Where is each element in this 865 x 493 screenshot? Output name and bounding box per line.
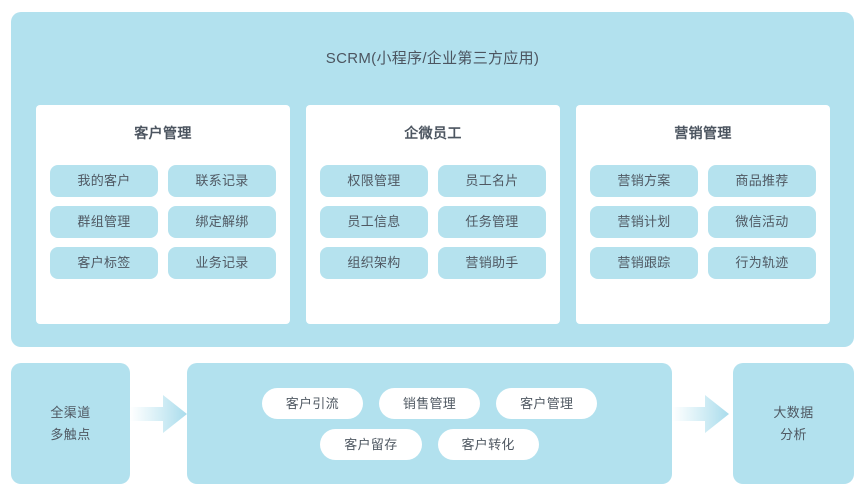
module-card-marketing-management: 营销管理 营销方案 商品推荐 营销计划 微信活动 营销跟踪 行为轨迹 (576, 105, 830, 324)
module-card-enterprise-wechat-staff: 企微员工 权限管理 员工名片 员工信息 任务管理 组织架构 营销助手 (306, 105, 560, 324)
flow-box-lifecycle: 客户引流 销售管理 客户管理 客户留存 客户转化 (187, 363, 672, 484)
pill-grid: 营销方案 商品推荐 营销计划 微信活动 营销跟踪 行为轨迹 (590, 165, 816, 279)
arrow-right-icon (672, 395, 729, 433)
module-pill[interactable]: 业务记录 (168, 247, 276, 279)
flow-box-line2: 多触点 (50, 426, 91, 442)
pill-grid: 权限管理 员工名片 员工信息 任务管理 组织架构 营销助手 (320, 165, 546, 279)
module-pill[interactable]: 微信活动 (708, 206, 816, 238)
flow-row: 全渠道 多触点 客户引流 销售管理 客户管理 客户留存 客户转化 (11, 363, 854, 484)
module-pill[interactable]: 组织架构 (320, 247, 428, 279)
module-pill[interactable]: 权限管理 (320, 165, 428, 197)
module-pill[interactable]: 群组管理 (50, 206, 158, 238)
module-pill[interactable]: 行为轨迹 (708, 247, 816, 279)
module-pill[interactable]: 任务管理 (438, 206, 546, 238)
flow-box-line1: 大数据 (773, 404, 814, 420)
module-pill[interactable]: 员工名片 (438, 165, 546, 197)
module-pill[interactable]: 营销方案 (590, 165, 698, 197)
module-pill[interactable]: 我的客户 (50, 165, 158, 197)
lifecycle-pill[interactable]: 客户管理 (496, 387, 598, 419)
lifecycle-row-1: 客户引流 销售管理 客户管理 (261, 387, 598, 419)
module-pill[interactable]: 绑定解绑 (168, 206, 276, 238)
module-pill[interactable]: 联系记录 (168, 165, 276, 197)
lifecycle-pill[interactable]: 客户留存 (320, 428, 422, 460)
flow-box-omnichannel: 全渠道 多触点 (11, 363, 130, 484)
lifecycle-pill[interactable]: 客户引流 (261, 387, 363, 419)
flow-box-big-data-analysis: 大数据 分析 (733, 363, 854, 484)
flow-box-line1: 全渠道 (50, 404, 91, 420)
module-pill[interactable]: 员工信息 (320, 206, 428, 238)
lifecycle-row-2: 客户留存 客户转化 (320, 428, 539, 460)
pill-grid: 我的客户 联系记录 群组管理 绑定解绑 客户标签 业务记录 (50, 165, 276, 279)
scrm-panel: SCRM(小程序/企业第三方应用) 客户管理 我的客户 联系记录 群组管理 绑定… (11, 12, 854, 347)
module-pill[interactable]: 营销跟踪 (590, 247, 698, 279)
lifecycle-pill[interactable]: 销售管理 (378, 387, 481, 419)
module-pill[interactable]: 商品推荐 (708, 165, 816, 197)
module-cards-row: 客户管理 我的客户 联系记录 群组管理 绑定解绑 客户标签 业务记录 企微员工 … (36, 105, 830, 324)
card-title: 营销管理 (674, 125, 732, 141)
lifecycle-pill[interactable]: 客户转化 (437, 428, 539, 460)
scrm-title: SCRM(小程序/企业第三方应用) (325, 50, 540, 67)
arrow-right-icon (130, 395, 187, 433)
card-title: 企微员工 (404, 125, 462, 141)
card-title: 客户管理 (134, 125, 192, 141)
flow-box-line2: 分析 (780, 426, 807, 442)
module-card-customer-management: 客户管理 我的客户 联系记录 群组管理 绑定解绑 客户标签 业务记录 (36, 105, 290, 324)
module-pill[interactable]: 营销助手 (438, 247, 546, 279)
module-pill[interactable]: 客户标签 (50, 247, 158, 279)
module-pill[interactable]: 营销计划 (590, 206, 698, 238)
